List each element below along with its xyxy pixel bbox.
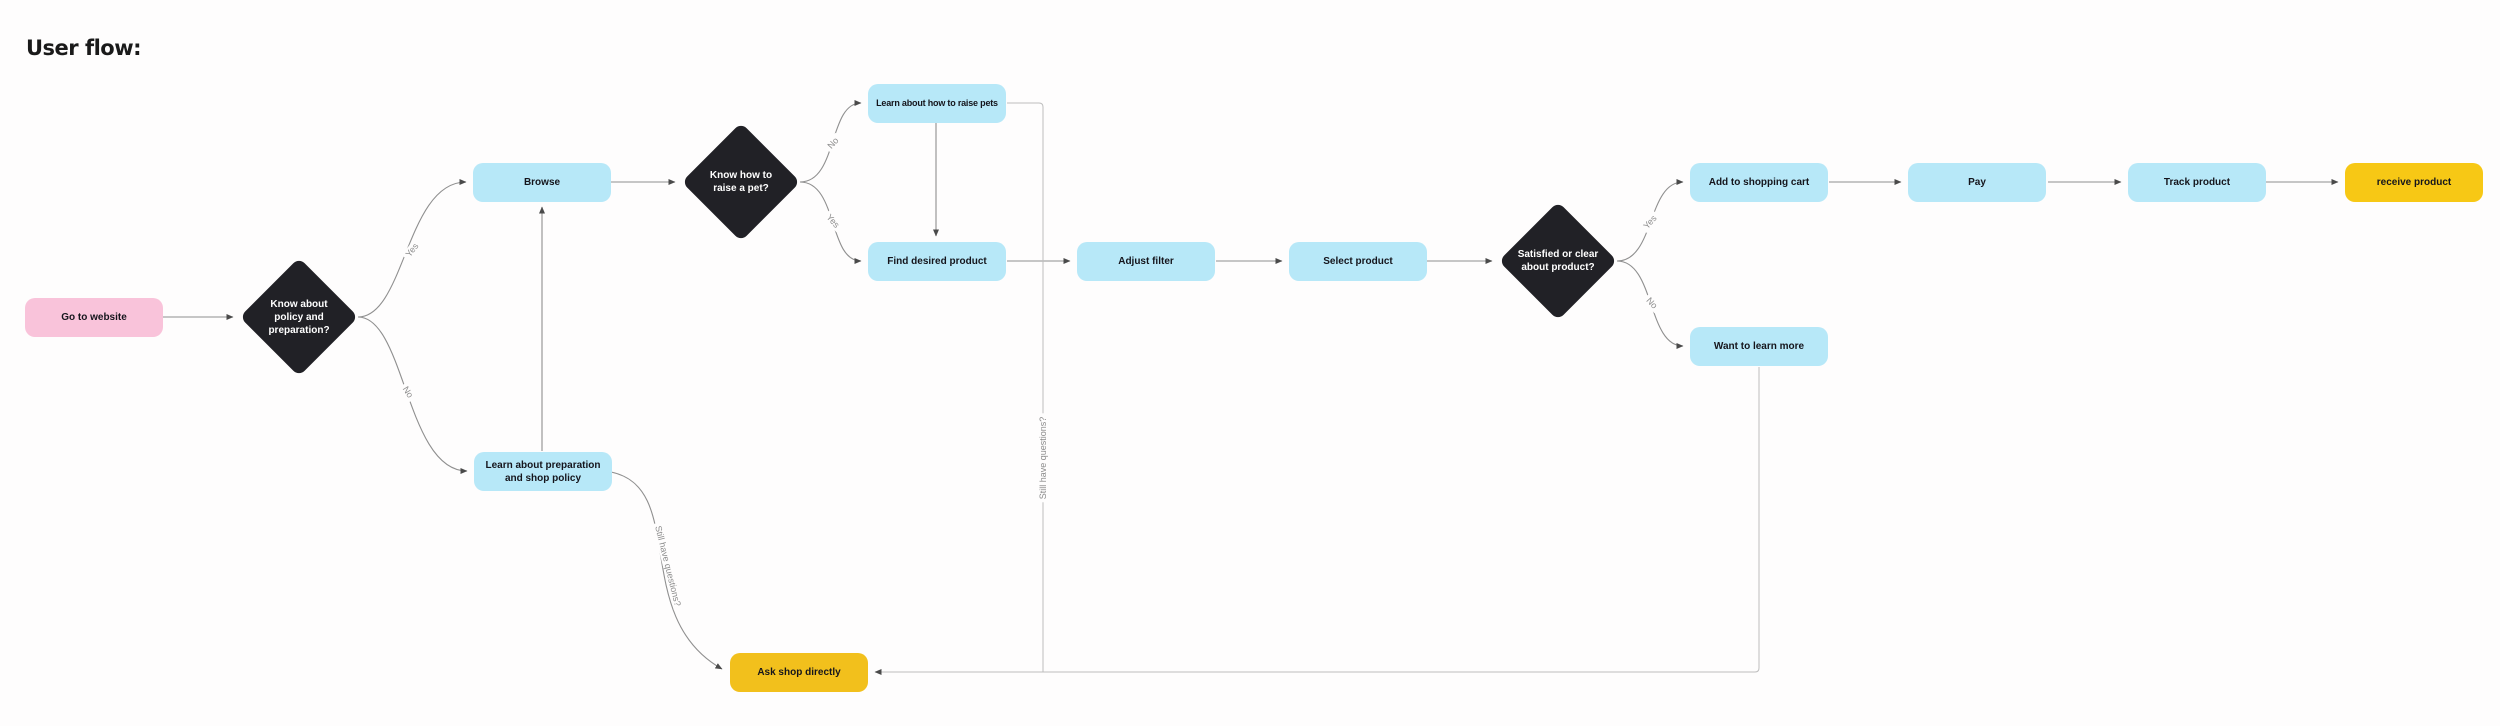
node-satisfied-label: Satisfied or clear about product? <box>1517 249 1599 273</box>
node-label: receive product <box>2376 177 2452 188</box>
node-label: Learn about how to raise pets <box>876 97 998 108</box>
node-adjust-filter[interactable]: Adjust filter <box>1077 242 1215 281</box>
node-label: Track product <box>2163 177 2231 188</box>
node-label: Add to shopping cart <box>1708 177 1810 188</box>
edge-wantlearnmore-askshop <box>874 367 1760 675</box>
node-know-policy-label: Know about policy and preparation? <box>268 298 330 336</box>
node-learn-preparation[interactable]: Learn about preparation and shop policy <box>474 452 612 491</box>
node-browse[interactable]: Browse <box>473 163 611 202</box>
node-pay[interactable]: Pay <box>1908 163 2046 202</box>
node-add-to-cart[interactable]: Add to shopping cart <box>1690 163 1828 202</box>
node-know-raise-pet-label: Know how to raise a pet? <box>709 170 773 194</box>
node-label: Find desired product <box>887 256 987 267</box>
node-label: Adjust filter <box>1118 256 1174 267</box>
node-receive-product[interactable]: receive product <box>2345 163 2483 202</box>
edge-learnraisepets-askshop <box>1007 102 1044 672</box>
node-track-product[interactable]: Track product <box>2128 163 2266 202</box>
node-want-learn-more[interactable]: Want to learn more <box>1690 327 1828 366</box>
node-label: Ask shop directly <box>757 667 841 678</box>
node-label: Pay <box>1968 177 1986 188</box>
node-label: Learn about preparation and shop policy <box>485 459 601 484</box>
node-learn-raise-pets[interactable]: Learn about how to raise pets <box>868 84 1006 123</box>
page-title: User flow: <box>26 36 142 60</box>
node-go-to-website[interactable]: Go to website <box>25 298 163 337</box>
node-label: Select product <box>1323 256 1393 267</box>
node-select-product[interactable]: Select product <box>1289 242 1427 281</box>
edge-label-still-questions-vertical[interactable]: Still have questions? <box>1038 413 1048 503</box>
node-label: Go to website <box>61 312 127 323</box>
node-label: Want to learn more <box>1713 341 1805 352</box>
node-label: Browse <box>523 177 561 188</box>
node-find-desired-product[interactable]: Find desired product <box>868 242 1006 281</box>
node-ask-shop-directly[interactable]: Ask shop directly <box>730 653 868 692</box>
